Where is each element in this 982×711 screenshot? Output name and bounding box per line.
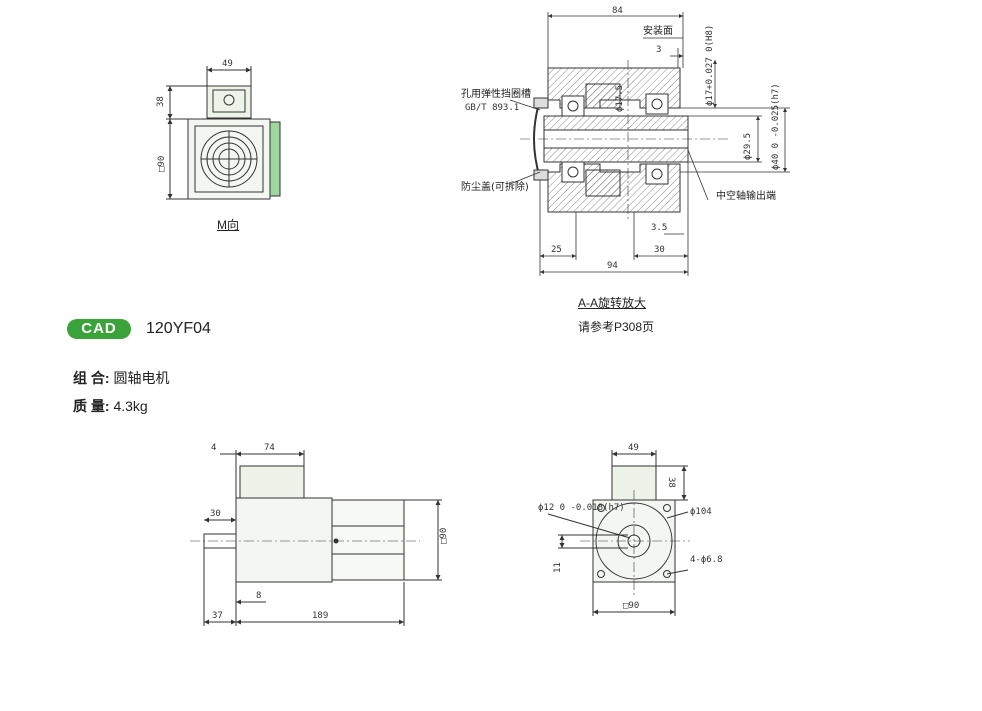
aa-dust-cover: 防尘盖(可拆除) [461,180,529,193]
front-dim-38: 38 [666,477,676,488]
aa-caption: A-A旋转放大 [578,296,647,310]
side-dim-30: 30 [210,509,221,519]
aa-dim-3: 3 [656,45,661,55]
aa-dim-84: 84 [612,6,623,16]
aa-dim-40: ϕ40 0 -0.025(h7) [771,83,781,170]
aa-dimensions [509,12,790,276]
spec-mass-label: 质 量: [73,398,110,414]
aa-snap-ring-std: GB/T 893.1 [465,103,519,113]
side-dim-90: □90 [439,528,449,544]
front-dim-holes: 4-ϕ6.8 [690,555,723,565]
side-view [190,450,442,626]
m-view [166,66,281,200]
aa-dim-175: ϕ17.5 [615,85,625,112]
aa-hollow-end: 中空轴输出端 [716,189,776,202]
aa-dim-35: 3.5 [651,223,667,233]
aa-dim-30: 30 [654,245,665,255]
m-dim-38: 38 [156,96,166,107]
aa-dim-17: ϕ17+0.027 0(H8) [705,25,715,106]
aa-section [520,60,730,220]
cad-badge[interactable]: CAD [67,319,131,339]
side-dim-8: 8 [256,591,261,601]
front-dim-104: ϕ104 [690,507,712,517]
m-dim-90: □90 [157,156,167,172]
spec-combo: 组 合: 圆轴电机 [73,368,169,388]
aa-snap-ring: 孔用弹性挡圈槽 [461,87,531,100]
front-view [547,450,690,616]
side-dim-4: 4 [211,443,216,453]
side-dim-74: 74 [264,443,275,453]
model-title: 120YF04 [146,320,211,337]
aa-reference: 请参考P308页 [578,320,655,334]
side-dim-189: 189 [312,611,328,621]
front-dim-49: 49 [628,443,639,453]
spec-combo-value: 圆轴电机 [113,370,170,386]
front-dim-90: □90 [623,601,639,611]
front-dim-shaft: ϕ12 0 -0.018(h7) [538,503,625,513]
aa-mount-face: 安装面 [643,24,673,37]
spec-mass-value: 4.3kg [113,398,148,414]
side-dim-37: 37 [212,611,223,621]
aa-dim-295: ϕ29.5 [743,133,753,160]
m-dim-49: 49 [222,59,233,69]
aa-dim-94: 94 [607,261,618,271]
front-dim-11: 11 [553,562,563,573]
aa-dim-25: 25 [551,245,562,255]
spec-combo-label: 组 合: [73,370,110,386]
spec-mass: 质 量: 4.3kg [73,396,148,416]
m-view-caption: M向 [217,218,239,232]
